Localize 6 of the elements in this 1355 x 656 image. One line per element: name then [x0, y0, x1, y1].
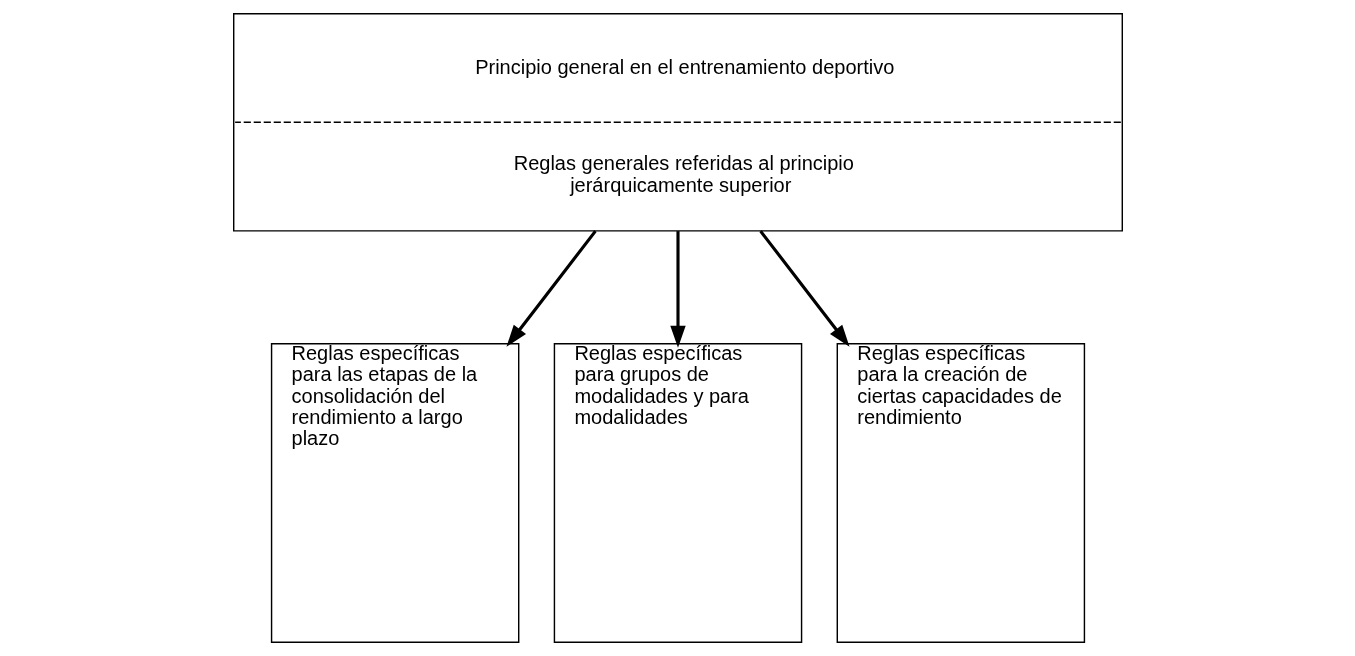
node-box: Reglas específicas para las etapas de la consolidación del rendimiento a largo plazo: [270, 343, 519, 643]
node-box: Reglas específicas para grupos de modalidades y para modalidades: [553, 343, 802, 643]
arrow: [669, 231, 686, 348]
arrow: [505, 230, 597, 347]
node-box: Reglas específicas para la creación de ciertas capacidades de rendimiento: [836, 343, 1085, 643]
arrow: [758, 230, 850, 347]
